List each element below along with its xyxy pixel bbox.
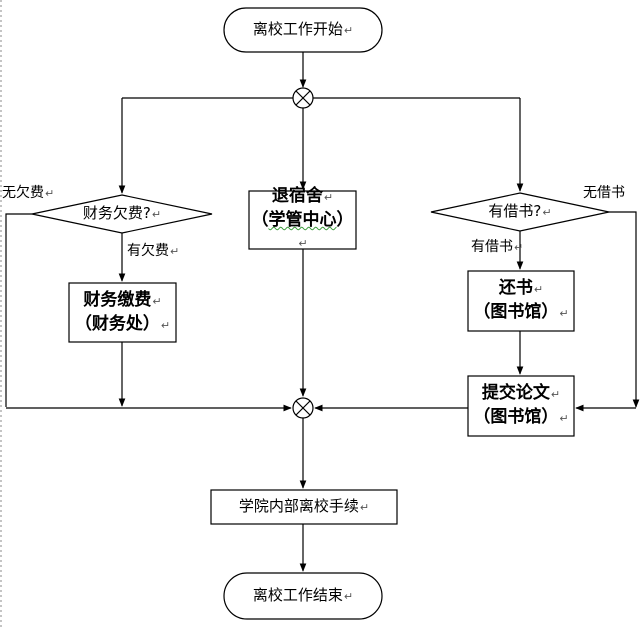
dorm-label-open: （ xyxy=(251,210,269,230)
paragraph-mark: ↵ xyxy=(343,590,354,603)
start-label: 离校工作开始 xyxy=(252,20,343,38)
finance-question-label: 财务欠费? xyxy=(82,204,151,222)
dorm-box xyxy=(248,190,357,250)
paragraph-mark: ↵ xyxy=(550,388,561,401)
paragraph-mark: ↵ xyxy=(559,412,569,425)
pay-label-line2: （财务处） xyxy=(74,313,160,334)
end-label: 离校工作结束 xyxy=(252,586,343,604)
end-label-wrap: 离校工作结束↵ xyxy=(224,573,382,619)
edge-label-no-books-text: 无借书 xyxy=(583,185,625,201)
finance-question-wrap: 财务欠费?↵ xyxy=(52,203,192,225)
split-junction xyxy=(292,87,314,109)
edge-label-has-debt-text: 有欠费 xyxy=(127,243,169,259)
paragraph-mark: ↵ xyxy=(45,187,55,200)
paragraph-mark: ↵ xyxy=(542,206,552,219)
paragraph-mark: ↵ xyxy=(359,501,370,514)
book-question-wrap: 有借书?↵ xyxy=(455,201,585,223)
edge-label-has-debt: 有欠费↵ xyxy=(127,242,179,261)
pay-box xyxy=(68,282,177,343)
paragraph-mark: ↵ xyxy=(170,245,180,258)
paragraph-mark: ↵ xyxy=(152,294,162,308)
pay-label-line1: 财务缴费 xyxy=(83,289,152,310)
college-box xyxy=(210,489,398,525)
paragraph-mark: ↵ xyxy=(514,241,524,254)
book-question-label: 有借书? xyxy=(488,202,542,220)
paragraph-mark: ↵ xyxy=(559,307,569,320)
return-label-wrap: 还书↵ （图书馆）↵ xyxy=(468,273,574,329)
thesis-box xyxy=(467,375,575,437)
pay-label-wrap: 财务缴费↵ （财务处）↵ xyxy=(69,285,176,340)
dorm-label-wrap: 退宿舍↵ （学管中心）↵ xyxy=(249,186,356,250)
dorm-label-dept: 学管中心 xyxy=(268,210,337,230)
paragraph-mark: ↵ xyxy=(323,191,334,204)
start-label-wrap: 离校工作开始↵ xyxy=(224,8,382,52)
thesis-label-wrap: 提交论文↵ （图书馆）↵ xyxy=(468,378,574,434)
edge-label-no-books: 无借书 xyxy=(583,184,625,202)
return-box xyxy=(467,270,575,332)
return-label-line2: （图书馆） xyxy=(473,302,559,322)
thesis-label-line1: 提交论文 xyxy=(481,383,550,403)
merge-junction xyxy=(292,397,314,419)
college-label: 学院内部离校手续 xyxy=(238,497,359,515)
thesis-label-line2: （图书馆） xyxy=(473,407,559,427)
paragraph-mark: ↵ xyxy=(343,24,354,37)
edge-label-has-books-text: 有借书 xyxy=(471,239,513,255)
edge-no-debt xyxy=(5,213,32,407)
college-label-wrap: 学院内部离校手续↵ xyxy=(211,490,397,524)
paragraph-mark: ↵ xyxy=(151,208,162,221)
return-label-line1: 还书 xyxy=(498,278,533,298)
edge-label-has-books: 有借书↵ xyxy=(471,238,523,257)
paragraph-mark: ↵ xyxy=(533,283,544,296)
end-terminal xyxy=(223,572,383,620)
edge-label-no-debt: 无欠费↵ xyxy=(2,184,54,203)
edge-label-no-debt-text: 无欠费 xyxy=(2,185,44,201)
edge-no-books xyxy=(609,211,640,408)
paragraph-mark: ↵ xyxy=(298,237,308,250)
dorm-label-close: ） xyxy=(336,210,354,230)
paragraph-mark: ↵ xyxy=(160,318,171,332)
dorm-label-line1: 退宿舍 xyxy=(271,186,323,206)
